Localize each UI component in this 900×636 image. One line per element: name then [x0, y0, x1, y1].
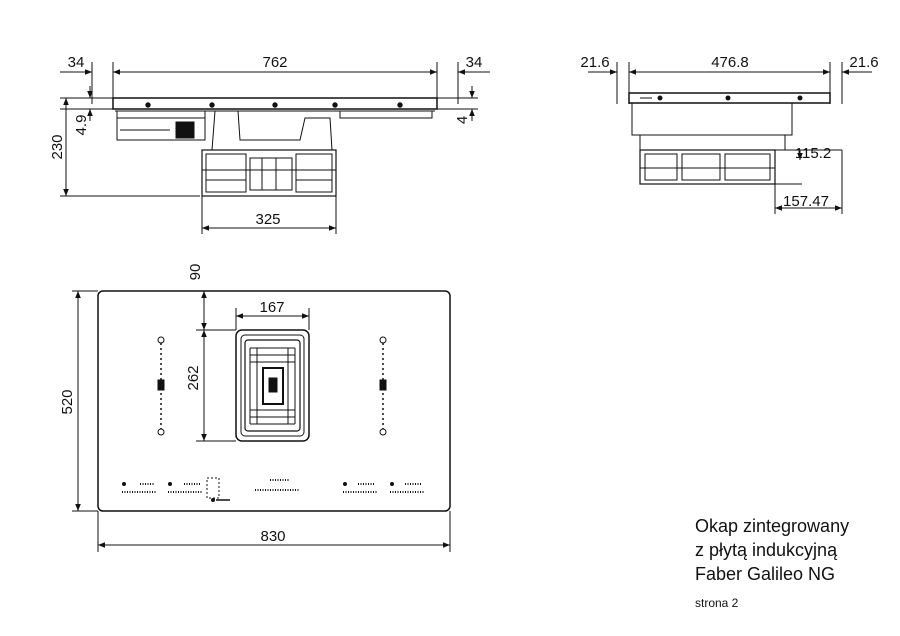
front-dim-top-right: 34 [466, 54, 483, 71]
plan-dim-vent-width: 167 [259, 299, 284, 316]
page-number: strona 2 [695, 596, 739, 610]
side-dim-right-a: 115.2 [795, 145, 831, 162]
side-dim-top-right: 21.6 [849, 54, 878, 71]
front-dim-top-left: 34 [68, 54, 85, 71]
front-dim-left-height: 230 [49, 134, 66, 159]
side-dim-top-left: 21.6 [580, 54, 609, 71]
front-dim-top-center: 762 [262, 54, 287, 71]
product-title-line-2: z płytą indukcyjną [695, 540, 838, 560]
product-info: Okap zintegrowany z płytą indukcyjną Fab… [695, 514, 849, 610]
plan-dim-top-offset: 90 [187, 264, 204, 281]
front-view [60, 62, 490, 234]
plan-dim-vent-height: 262 [185, 365, 202, 390]
front-dim-bottom-width: 325 [255, 211, 280, 228]
side-view [588, 62, 872, 214]
product-title-line-1: Okap zintegrowany [695, 516, 850, 536]
plan-view [72, 290, 451, 552]
front-dim-right-small: 4 [454, 116, 471, 124]
plan-dim-total-width: 830 [260, 528, 285, 545]
side-dim-top-center: 476.8 [711, 54, 749, 71]
plan-dim-total-height: 520 [59, 389, 76, 414]
product-title-line-3: Faber Galileo NG [695, 564, 836, 584]
side-dim-right-b: 157.47 [783, 193, 829, 210]
front-dim-left-small: 4.9 [73, 115, 90, 136]
